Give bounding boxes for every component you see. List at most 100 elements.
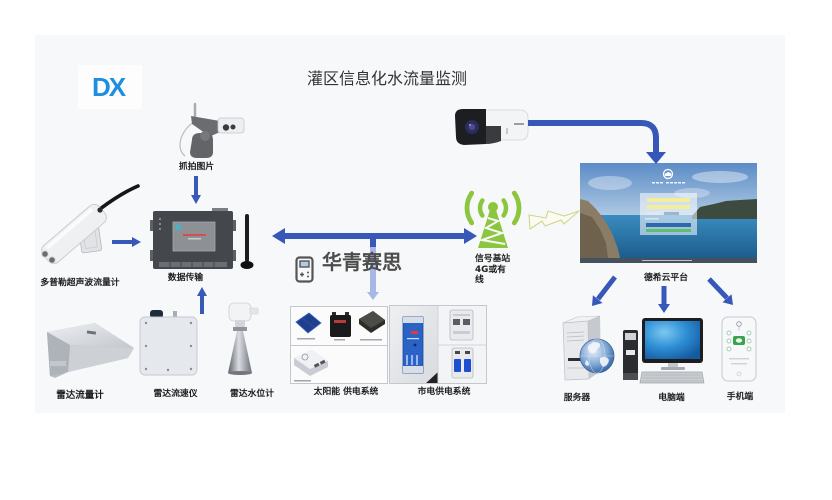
gauge-flange	[233, 327, 247, 331]
arrow-capture-to-gateway	[191, 176, 201, 204]
arrow-radar-to-gateway	[197, 287, 207, 314]
panel-model-text	[188, 238, 201, 240]
mains-power-system-label: 市电供电系统	[417, 387, 471, 397]
antenna-rod	[245, 214, 249, 262]
ultrasonic-sensor-icon	[41, 184, 140, 265]
desktop-computer-icon	[623, 318, 705, 384]
drive-slot	[568, 358, 582, 361]
psu-label	[407, 338, 419, 340]
radio-wave-inner-right	[501, 198, 509, 218]
top-connector	[212, 208, 228, 213]
phone-home-button	[736, 371, 742, 377]
arrow-shaft	[596, 275, 617, 301]
radar-velocimeter-label: 雷达流速仪	[153, 389, 198, 399]
app-node	[746, 346, 752, 352]
battery-icon	[330, 312, 351, 337]
cloud	[588, 176, 632, 190]
antenna-base	[240, 261, 254, 269]
psu-vent	[411, 355, 413, 365]
psu-terminal	[313, 362, 320, 368]
bolt-outline	[528, 210, 580, 230]
spd-terminal	[453, 314, 470, 316]
logo-cloud	[664, 172, 672, 176]
psu-fan	[301, 353, 309, 361]
device-dpad	[300, 272, 304, 277]
arrow-link-to-power-systems	[367, 238, 379, 300]
app-node	[726, 346, 732, 352]
din-rail-psu-icon	[402, 316, 424, 374]
company-logo: DX	[92, 72, 126, 102]
subtitle-glyph	[678, 182, 681, 184]
arrow-ultrasonic-to-gateway	[112, 237, 141, 247]
breaker-toggle	[454, 359, 461, 372]
mounting-ear	[150, 250, 154, 261]
tower-beacon	[488, 202, 498, 212]
psu-vent	[406, 355, 408, 365]
pc-keyboard	[639, 371, 705, 384]
radar-level-gauge-label: 雷达水位计	[230, 389, 274, 399]
arrow-platform-to-pc	[658, 286, 670, 313]
platform-login-screenshot	[580, 163, 757, 263]
panel-brand-text	[183, 234, 206, 236]
server-label: 服务器	[563, 393, 591, 403]
psu-terminal	[319, 359, 326, 365]
signal-station-label-line: 信号基站	[475, 254, 511, 264]
solar-power-system-label: 太阳能 供电系统	[313, 387, 379, 397]
radar-level-gauge-icon	[228, 302, 259, 375]
arrow-platform-to-mobile	[707, 277, 733, 305]
mobile-phone-icon	[721, 316, 757, 382]
captcha-field	[647, 212, 661, 215]
io-terminal-dividers	[169, 262, 215, 267]
screw	[189, 321, 193, 325]
cloud-platform-label: 德希云平台	[644, 273, 688, 283]
controller-top	[359, 311, 385, 328]
sensor-body-highlight	[46, 208, 93, 249]
secondary-button	[646, 229, 691, 232]
cable-connector	[150, 310, 163, 318]
transducer	[48, 256, 56, 264]
arrow-camera-to-platform	[528, 120, 666, 164]
camera-arm	[191, 116, 220, 136]
screw	[189, 344, 193, 348]
sensor-cable	[98, 184, 140, 211]
caption-text	[297, 338, 315, 340]
mounting-ear	[232, 220, 236, 231]
kit-frame	[389, 305, 487, 384]
psu-indicator	[411, 331, 418, 334]
vent-line	[566, 331, 585, 334]
camera-ir-lens	[230, 124, 236, 130]
status-led	[159, 228, 161, 230]
gateway-io-strip	[159, 262, 227, 267]
subtitle-glyph	[660, 182, 663, 184]
screw	[189, 367, 193, 371]
camera-cable	[179, 121, 195, 157]
signal-station-label: 信号基站 4G或有 线	[475, 254, 510, 286]
solar-panel-icon	[295, 312, 322, 334]
breaker-window	[465, 351, 470, 354]
camera-underside	[485, 126, 501, 144]
radio-wave-inner-left	[477, 198, 485, 218]
mounting-ear	[232, 250, 236, 261]
arrow-platform-to-server	[592, 275, 617, 306]
device-button	[307, 271, 309, 274]
capture-camera-label: 抓拍图片	[178, 161, 215, 172]
arrow-head	[592, 295, 603, 306]
signal-station-label-line: 4G或有	[475, 264, 506, 275]
remember-text	[645, 218, 659, 220]
subtitle-glyph	[674, 182, 677, 184]
tower-lattice	[478, 217, 506, 245]
screw	[166, 368, 170, 372]
charge-controller-icon	[359, 311, 385, 333]
captcha-image	[664, 212, 679, 215]
handheld-device-icon	[295, 256, 314, 283]
breaker-window	[455, 351, 460, 354]
app-nodes	[726, 330, 752, 352]
mobile-client-label: 手机端	[726, 392, 754, 402]
signal-station-label-line: 线	[475, 275, 484, 285]
pc-client-label: 电脑端	[658, 393, 685, 403]
arrow-shaft	[528, 120, 659, 154]
screws	[144, 321, 193, 372]
device-outline	[295, 256, 314, 283]
headland	[692, 199, 757, 219]
